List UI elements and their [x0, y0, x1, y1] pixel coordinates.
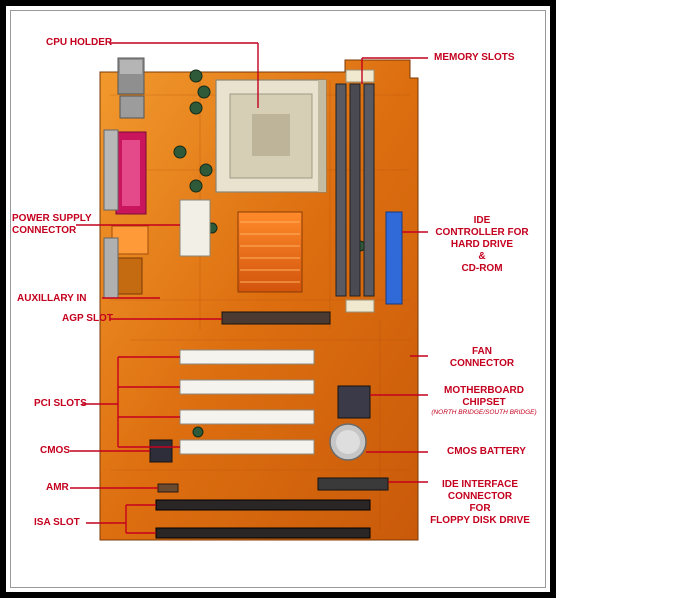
label-power-supply-connector: POWER SUPPLY CONNECTOR [12, 213, 76, 237]
ide-connector-floppy [318, 478, 388, 490]
label-fan-line2: CONNECTOR [432, 358, 532, 370]
label-cmos: CMOS [40, 445, 70, 457]
label-isa-slot: ISA SLOT [34, 517, 80, 529]
label-cmos-battery: CMOS BATTERY [447, 446, 526, 458]
label-ide-hard-drive: IDE CONTROLLER FOR HARD DRIVE & CD-ROM [432, 215, 532, 275]
label-fan-line1: FAN [432, 346, 532, 358]
label-ide-fdd-line4: FLOPPY DISK DRIVE [428, 515, 532, 527]
label-ide-hdd-line3: HARD DRIVE [432, 239, 532, 251]
label-power-supply-line2: CONNECTOR [12, 225, 76, 237]
southbridge-chip [338, 386, 370, 418]
label-chipset-line1: MOTHERBOARD [428, 385, 540, 397]
label-auxillary-in: AUXILLARY IN [17, 293, 86, 305]
ide-connector-hdd [386, 212, 402, 304]
label-pci-slots: PCI SLOTS [34, 398, 87, 410]
label-ide-fdd-line2: CONNECTOR [428, 491, 532, 503]
cpu-socket [216, 80, 326, 192]
label-ide-hdd-line1: IDE [432, 215, 532, 227]
label-chipset-line2: CHIPSET [428, 397, 540, 409]
label-ide-hdd-line5: CD-ROM [432, 263, 532, 275]
label-power-supply-line1: POWER SUPPLY [12, 213, 76, 225]
label-motherboard-chipset: MOTHERBOARD CHIPSET (NORTH BRIDGE/SOUTH … [428, 385, 540, 417]
label-ide-hdd-line2: CONTROLLER FOR [432, 227, 532, 239]
label-fan-connector: FAN CONNECTOR [432, 346, 532, 370]
memory-slots [336, 70, 374, 312]
label-ide-hdd-line4: & [432, 251, 532, 263]
label-ide-fdd-line1: IDE INTERFACE [428, 479, 532, 491]
amr-slot [158, 484, 178, 492]
label-memory-slots: MEMORY SLOTS [434, 52, 515, 64]
cmos-chip [150, 440, 172, 462]
label-ide-floppy: IDE INTERFACE CONNECTOR FOR FLOPPY DISK … [428, 479, 532, 527]
label-amr: AMR [46, 482, 69, 494]
agp-slot [222, 312, 330, 324]
label-agp-slot: AGP SLOT [62, 313, 113, 325]
cmos-battery [330, 424, 366, 460]
label-cpu-holder: CPU HOLDER [46, 37, 112, 49]
northbridge-heatsink [238, 212, 302, 292]
power-supply-connector [180, 200, 210, 256]
label-chipset-line3: (NORTH BRIDGE/SOUTH BRIDGE) [428, 409, 540, 417]
label-ide-fdd-line3: FOR [428, 503, 532, 515]
